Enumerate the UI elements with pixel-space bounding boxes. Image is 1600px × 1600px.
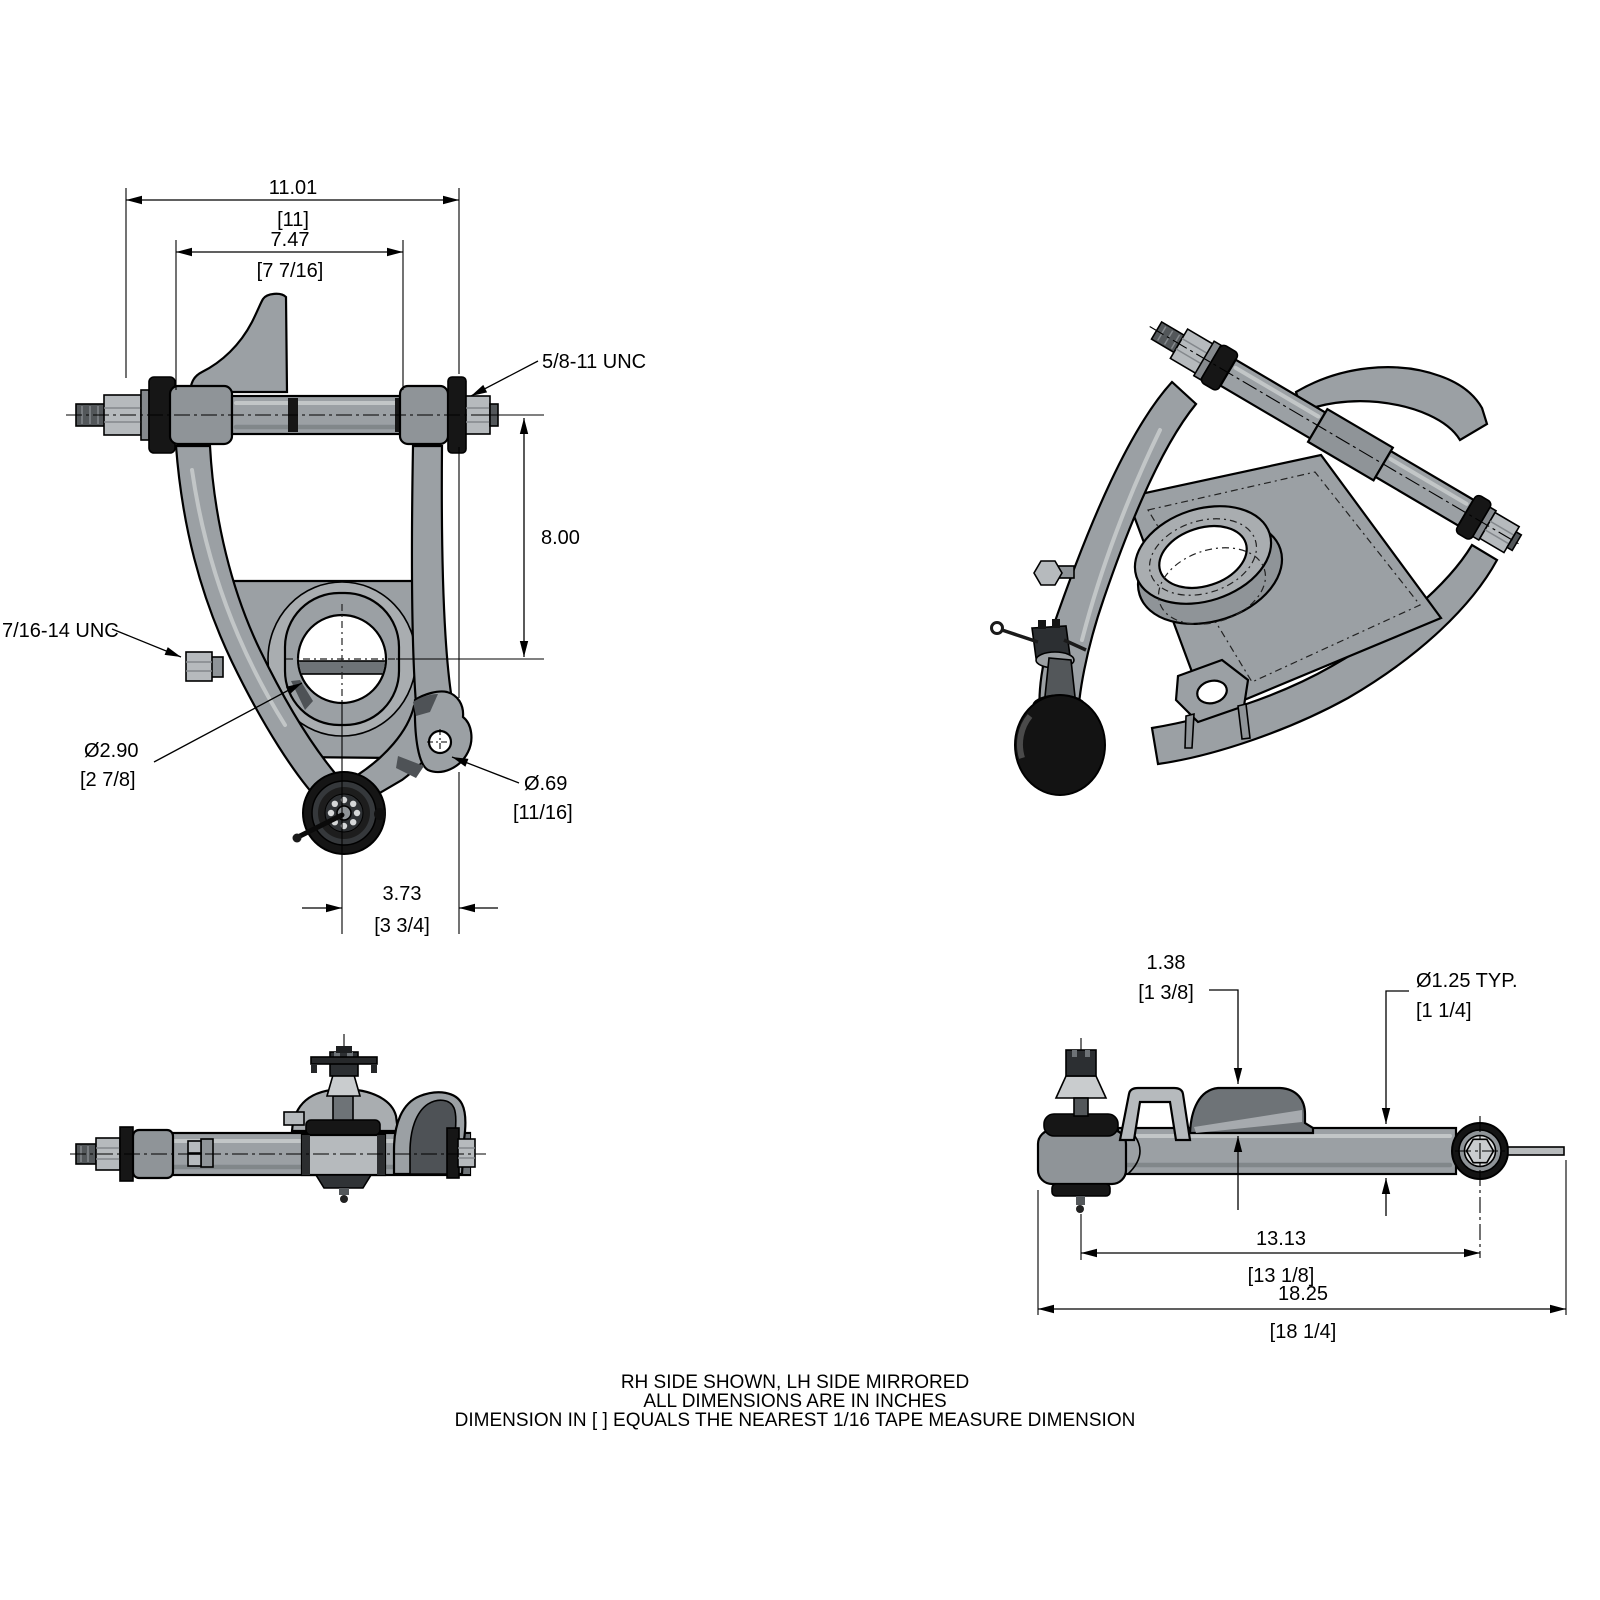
sl-ball-stud [310,1034,378,1125]
dim-spring-hole-value: Ø2.90 [84,740,138,762]
dim-overall-width-tape: [11] [277,209,309,231]
dim-steering-hole-value: Ø.69 [524,773,567,795]
steering-arm-bracket [396,690,473,778]
dim-steering-hole: Ø.69 [11/16] [451,756,573,824]
dim-steering-hole-tape: [11/16] [513,802,573,824]
dim-overall-width: 11.01 [11] [125,177,460,934]
callout-bolt-thread: 7/16-14 UNC [2,620,182,658]
sl-pivot-bolt [187,1138,214,1168]
dim-pivot-span: 13.13 [13 1/8] [1080,1214,1480,1287]
dim-pivot-span-value: 13.13 [1256,1228,1306,1250]
dim-balljoint-offset-value: 3.73 [383,883,422,905]
iso-spring-boss [1133,505,1284,626]
sr-u-bracket [1118,1086,1192,1142]
sr-ball-joint [1036,1038,1128,1213]
front-view: 11.01 [11] 7.47 [7 7/16] 5/8-11 UNC 8.00… [2,177,646,937]
dim-spring-hole: Ø2.90 [2 7/8] [80,682,303,791]
side-view-right: 1.38 [1 3/8] Ø1.25 TYP. [1 1/4] 13.13 [1… [1036,952,1567,1343]
note-line-3: DIMENSION IN [ ] EQUALS THE NEAREST 1/16… [455,1410,1136,1431]
callout-shaft-thread-label: 5/8-11 UNC [542,351,646,373]
side-view-left [70,1034,486,1203]
sl-right-end [446,1127,476,1179]
dim-height-value: 8.00 [541,527,580,549]
dim-pocket-height-tape: [1 3/8] [1138,982,1194,1004]
dim-inner-width: 7.47 [7 7/16] [175,229,404,390]
dim-spring-hole-tape: [2 7/8] [80,769,136,791]
iso-ball-joint [990,619,1106,796]
dim-pivot-span-tape: [13 1/8] [1248,1265,1315,1287]
iso-lower-bracket [1174,658,1251,749]
dim-inner-width-value: 7.47 [271,229,310,251]
sr-pivot-end [1451,1116,1565,1258]
iso-cross-shaft [1149,320,1523,554]
dim-balljoint-offset-tape: [3 3/4] [374,915,430,937]
dim-overall-length: 18.25 [18 1/4] [1037,1160,1567,1343]
dim-tube-dia-value: Ø1.25 TYP. [1416,970,1518,992]
dim-height: 8.00 [486,414,580,657]
callout-shaft-thread: 5/8-11 UNC [470,351,646,397]
dim-pocket-height-value: 1.38 [1147,952,1186,974]
dim-tube-dia-tape: [1 1/4] [1416,1000,1472,1022]
general-notes: RH SIDE SHOWN, LH SIDE MIRRORED ALL DIME… [455,1372,1136,1431]
dim-pocket-height: 1.38 [1 3/8] [1138,952,1243,1210]
dim-overall-width-value: 11.01 [269,177,318,199]
callout-bolt-thread-label: 7/16-14 UNC [2,620,119,642]
pivot-bolt [185,651,224,682]
note-line-2: ALL DIMENSIONS ARE IN INCHES [643,1391,946,1412]
iso-pivot-bolt [1033,560,1075,586]
ball-joint-front [292,771,386,855]
iso-gusset-fin [1294,366,1489,442]
gusset-fin [188,292,289,394]
sl-pivot-bushing [300,1119,387,1203]
dim-tube-dia: Ø1.25 TYP. [1 1/4] [1381,970,1518,1216]
rear-leg-tube [410,444,454,706]
isometric-view [990,320,1523,796]
sr-spring-dome [1188,1086,1315,1135]
dim-overall-length-value: 18.25 [1278,1283,1328,1305]
note-line-1: RH SIDE SHOWN, LH SIDE MIRRORED [621,1372,969,1393]
dim-balljoint-offset: 3.73 [3 3/4] [302,883,498,937]
dim-overall-length-tape: [18 1/4] [1270,1321,1337,1343]
dim-inner-width-tape: [7 7/16] [257,260,324,282]
cross-shaft [66,376,508,454]
